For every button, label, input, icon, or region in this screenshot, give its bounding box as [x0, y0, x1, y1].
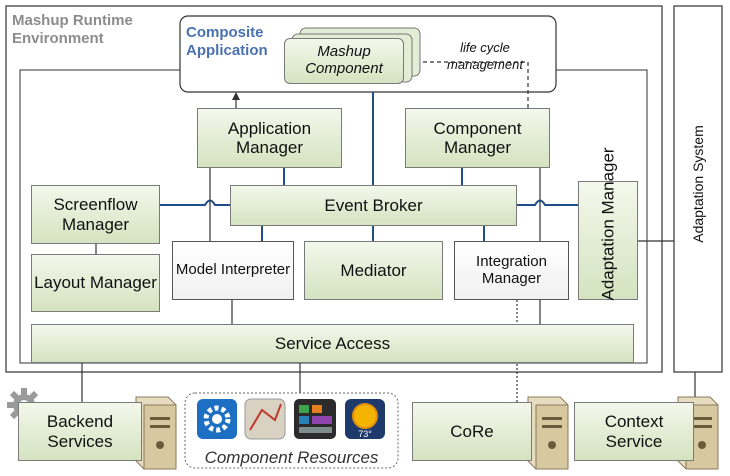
component-manager-box: Component Manager [405, 108, 550, 168]
map-app-icon [244, 398, 286, 440]
lifecycle-note: life cycle management [447, 40, 523, 72]
model-interpreter-box: Model Interpreter [172, 241, 294, 300]
server-icon-core [527, 396, 569, 470]
application-manager-box: Application Manager [197, 108, 342, 168]
runtime-environment-title: Mashup Runtime Environment [12, 12, 133, 47]
integration-manager-box: Integration Manager [454, 241, 569, 300]
event-broker-box: Event Broker [230, 185, 517, 226]
adaptation-manager-box: Adaptation Manager [578, 147, 638, 301]
lifecycle-arrow [412, 61, 529, 108]
context-service-box: Context Service [574, 402, 694, 461]
component-resources-label: Component Resources [204, 448, 379, 467]
composite-application-label: Composite Application [186, 24, 268, 59]
layout-manager-box: Layout Manager [31, 254, 160, 312]
adaptation-manager-label: Adaptation Manager [598, 147, 618, 301]
service-access-box: Service Access [31, 324, 634, 363]
mashup-component-box: Mashup Component [284, 38, 404, 84]
event-bus-lines [160, 92, 578, 241]
control-lines [81, 96, 696, 402]
mediator-box: Mediator [304, 241, 443, 300]
component-resources-frame [184, 392, 399, 469]
weather-temp-label: 73° [358, 429, 372, 439]
arrow-head-app [232, 92, 240, 100]
screenflow-manager-box: Screenflow Manager [31, 185, 160, 244]
adaptation-system-frame [673, 5, 723, 373]
backend-services-box: Backend Services [18, 402, 142, 461]
adaptation-system-label: Adaptation System [690, 125, 706, 243]
server-icon-backend [135, 396, 177, 470]
core-box: CoRe [412, 402, 532, 461]
